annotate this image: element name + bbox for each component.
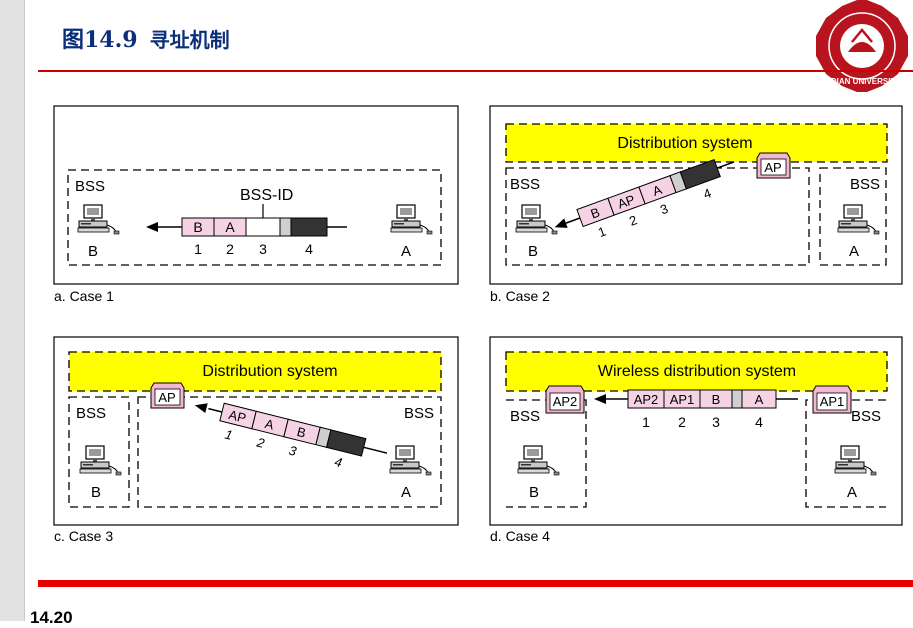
case-2-num-3: 3 [658, 201, 670, 218]
case-1-num-1: 1 [194, 241, 202, 257]
case-2-num-2: 2 [627, 212, 639, 229]
seal-text: XIDIAN UNIVERSITY [823, 77, 901, 86]
case-4-num-2: 2 [678, 414, 686, 430]
case-4-ap2-label: AP2 [553, 394, 578, 409]
case-2-bss-right-label: BSS [850, 176, 880, 193]
case-1-station-b: B [88, 243, 98, 260]
case-1-num-3: 3 [259, 241, 267, 257]
figure-number: 图14.9 [62, 27, 138, 53]
case-2-station-a: A [849, 243, 859, 260]
case-4-field-b: B [712, 392, 721, 407]
case-1-station-a: A [401, 243, 411, 260]
case-3-station-b: B [91, 484, 101, 501]
top-rule [38, 70, 913, 72]
case-3-bss-right-label: BSS [404, 405, 434, 422]
figure-title: 寻址机制 [149, 28, 230, 52]
case-4-panel: Wireless distribution system BSS BSS AP2… [489, 336, 903, 526]
case-1-num-2: 2 [226, 241, 234, 257]
case-1-bss-id-label: BSS-ID [240, 187, 293, 204]
case-1-panel: BSS BSS-ID B A 1 2 3 4 B A [53, 105, 459, 285]
case-2-panel: Distribution system BSS BSS AP B AP A 1 … [489, 105, 903, 285]
case-4-num-3: 3 [712, 414, 720, 430]
case-3-caption: c. Case 3 [54, 528, 113, 544]
case-2-caption: b. Case 2 [490, 288, 550, 304]
case-3-num-4: 4 [333, 454, 344, 470]
page-number: 14.20 [30, 608, 73, 627]
case-4-ds-label: Wireless distribution system [598, 363, 796, 380]
case-2-ds-label: Distribution system [617, 135, 752, 152]
case-3-ds-label: Distribution system [202, 363, 337, 380]
case-4-num-1: 1 [642, 414, 650, 430]
case-4-station-a: A [847, 484, 857, 501]
case-4-bss-left-label: BSS [510, 408, 540, 425]
case-1-field-b: B [193, 219, 202, 235]
case-2-num-1: 1 [596, 224, 608, 241]
case-3-num-1: 1 [223, 427, 234, 443]
slide-title: 图14.9 寻址机制 [62, 22, 230, 54]
case-2-ap-label: AP [764, 160, 781, 175]
left-sidebar [0, 0, 25, 621]
bottom-rule [38, 580, 913, 587]
case-2-bss-left-label: BSS [510, 176, 540, 193]
case-4-station-b: B [529, 484, 539, 501]
case-1-num-4: 4 [305, 241, 313, 257]
case-3-bss-left-label: BSS [76, 405, 106, 422]
case-2-num-4: 4 [701, 185, 713, 202]
case-3-num-3: 3 [287, 443, 298, 459]
case-2-field-ap: AP [616, 192, 637, 212]
case-4-num-4: 4 [755, 414, 763, 430]
case-4-caption: d. Case 4 [490, 528, 550, 544]
case-3-field-a: A [263, 416, 275, 433]
case-3-field-b: B [295, 424, 307, 441]
case-3-field-ap: AP [227, 407, 247, 426]
case-4-ap1-label: AP1 [820, 394, 845, 409]
case-4-field-ap1: AP1 [670, 392, 695, 407]
case-3-ap-label: AP [158, 390, 175, 405]
case-1-bss-label: BSS [75, 178, 105, 195]
case-1-caption: a. Case 1 [54, 288, 114, 304]
case-4-bss-right-label: BSS [851, 408, 881, 425]
case-2-station-b: B [528, 243, 538, 260]
case-3-station-a: A [401, 484, 411, 501]
case-4-field-ap2: AP2 [634, 392, 659, 407]
case-3-panel: Distribution system BSS BSS AP AP A B 1 … [53, 336, 459, 526]
case-1-field-a: A [225, 219, 235, 235]
case-4-field-a: A [755, 392, 764, 407]
